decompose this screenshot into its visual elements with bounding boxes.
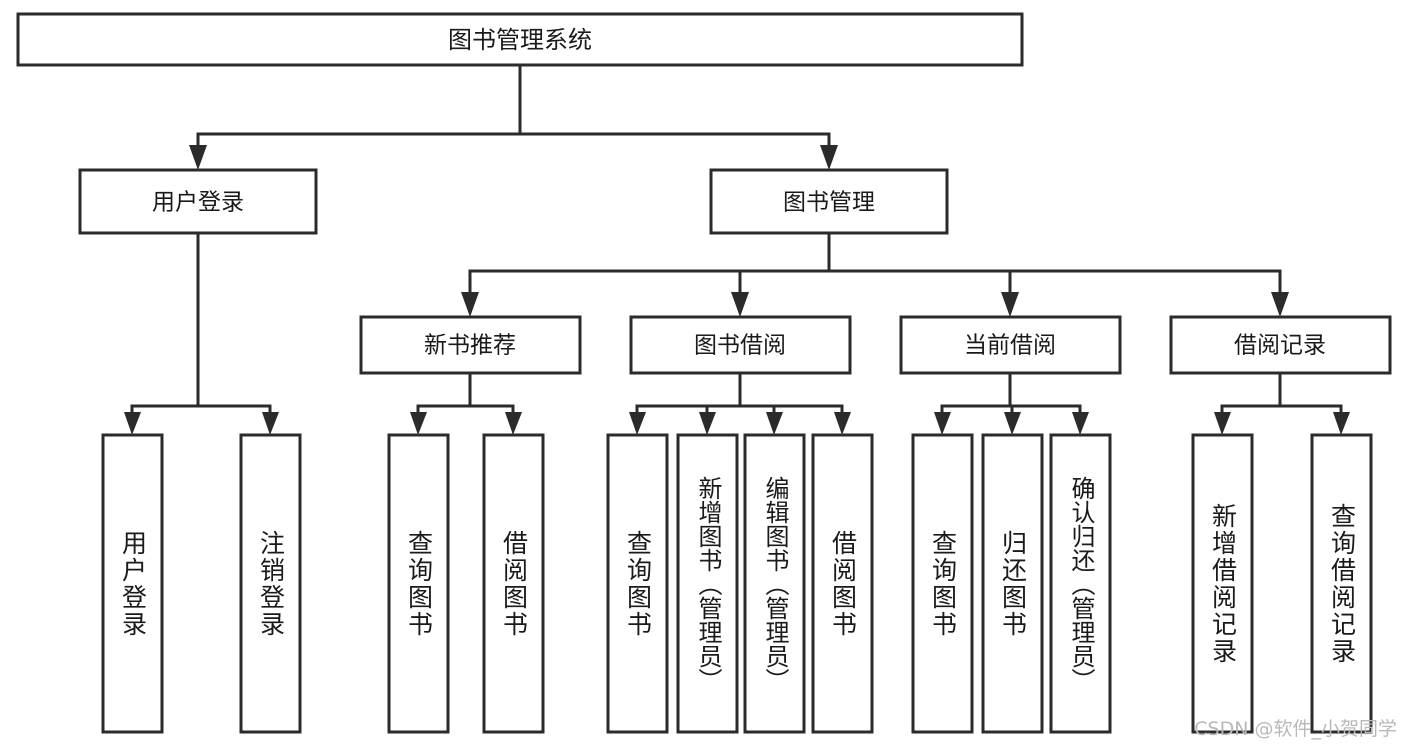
node-book-borrow[interactable]: 图书借阅: [629, 315, 852, 375]
leaf-box-return-book[interactable]: [981, 433, 1044, 734]
leaf-label-query-book-1: 查询图书: [404, 529, 434, 638]
node-borrow-record-label: 借阅记录: [1234, 333, 1326, 359]
leaf-box-query-book-1[interactable]: [387, 433, 450, 734]
arrowhead-new-book-rec: [461, 292, 479, 317]
node-current-borrow-label: 当前借阅: [964, 333, 1056, 359]
leaf-box-borrow-book-2[interactable]: [811, 433, 874, 734]
arrowhead-leaf-return-book: [1004, 412, 1021, 435]
arrowhead-leaf-user-login: [124, 412, 141, 435]
arrowhead-book-manage: [820, 145, 838, 170]
node-book-management-label: 图书管理: [783, 190, 875, 216]
leaf-box-query-record[interactable]: [1310, 433, 1373, 734]
arrowhead-leaf-add-book: [699, 412, 716, 435]
leaf-label-query-record: 查询借阅记录: [1327, 502, 1357, 665]
arrowhead-leaf-query-book-2: [629, 412, 646, 435]
arrowhead-leaf-query-record: [1333, 412, 1350, 435]
node-new-book-recommend-box[interactable]: [359, 315, 582, 375]
leaf-box-edit-book[interactable]: [743, 433, 806, 734]
node-new-book-recommend[interactable]: 新书推荐: [359, 315, 582, 375]
arrowhead-leaf-query-book-1: [410, 412, 427, 435]
arrowhead-leaf-add-record: [1214, 412, 1231, 435]
leaf-box-add-record[interactable]: [1191, 433, 1254, 734]
leaf-label-add-book: 新增图书（管理员）: [693, 475, 722, 692]
arrowhead-user-login: [189, 145, 207, 170]
leaf-label-add-record: 新增借阅记录: [1208, 502, 1238, 665]
leaf-label-logout: 注销登录: [256, 529, 286, 638]
leaf-label-borrow-book-2: 借阅图书: [828, 529, 858, 638]
node-book-management-box[interactable]: [709, 168, 949, 235]
node-root-box[interactable]: [16, 12, 1024, 67]
leaf-label-user-login: 用户登录: [118, 529, 148, 638]
leaf-label-return-book: 归还图书: [998, 529, 1028, 638]
node-user-login-box[interactable]: [78, 168, 318, 235]
arrowhead-leaf-query-book-3: [934, 412, 951, 435]
node-root-label: 图书管理系统: [448, 26, 592, 54]
node-book-borrow-label: 图书借阅: [694, 333, 786, 359]
arrowhead-leaf-logout: [262, 412, 279, 435]
leaf-label-confirm-return: 确认归还（管理员）: [1066, 475, 1095, 692]
leaf-box-confirm-return[interactable]: [1049, 433, 1112, 734]
arrowhead-leaf-borrow-book-2: [834, 412, 851, 435]
connectors-layer: [124, 63, 1350, 435]
node-book-borrow-box[interactable]: [629, 315, 852, 375]
leaf-box-user-login[interactable]: [101, 433, 164, 734]
arrowhead-leaf-confirm-return: [1072, 412, 1089, 435]
node-root[interactable]: 图书管理系统: [16, 12, 1024, 67]
leaf-box-add-book[interactable]: [676, 433, 739, 734]
arrowhead-borrow-record: [1271, 292, 1289, 317]
node-borrow-record-box[interactable]: [1169, 315, 1392, 375]
leaf-box-borrow-book-1[interactable]: [482, 433, 545, 734]
leaf-boxes-layer: [101, 433, 1373, 734]
node-current-borrow-box[interactable]: [899, 315, 1122, 375]
node-current-borrow[interactable]: 当前借阅: [899, 315, 1122, 375]
csdn-watermark: CSDN @软件_小贺同学: [1194, 718, 1397, 740]
arrowhead-leaf-borrow-book-1: [505, 412, 522, 435]
leaf-label-query-book-2: 查询图书: [623, 529, 653, 638]
leaf-box-logout[interactable]: [239, 433, 302, 734]
node-book-management[interactable]: 图书管理: [709, 168, 949, 235]
leaf-label-borrow-book-1: 借阅图书: [499, 529, 529, 638]
node-borrow-record[interactable]: 借阅记录: [1169, 315, 1392, 375]
arrowhead-book-borrow: [731, 292, 749, 317]
node-new-book-recommend-label: 新书推荐: [424, 333, 516, 359]
node-user-login-label: 用户登录: [152, 190, 244, 216]
leaf-label-query-book-3: 查询图书: [928, 529, 958, 638]
arrowhead-leaf-edit-book: [766, 412, 783, 435]
node-user-login[interactable]: 用户登录: [78, 168, 318, 235]
arrowhead-current-borrow: [1001, 292, 1019, 317]
leaf-box-query-book-2[interactable]: [606, 433, 669, 734]
leaf-label-edit-book: 编辑图书（管理员）: [760, 475, 789, 692]
leaf-box-query-book-3[interactable]: [911, 433, 974, 734]
